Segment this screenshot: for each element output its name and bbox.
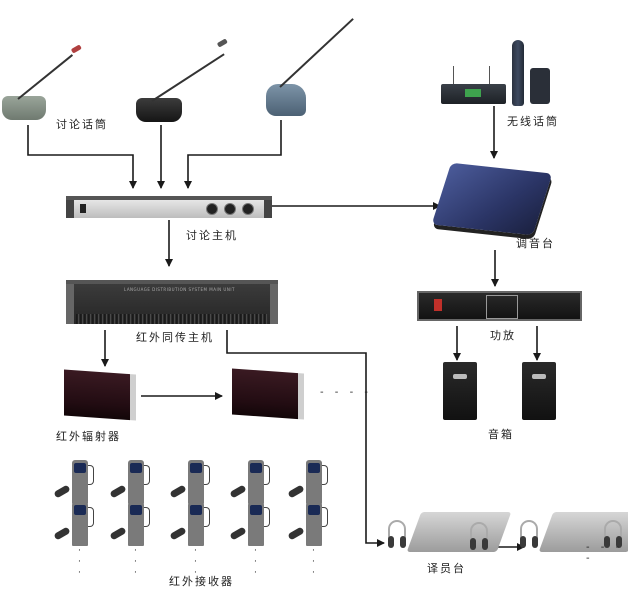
ir-radiator-label: 红外辐射器 xyxy=(56,430,121,443)
speaker-icon xyxy=(522,362,556,420)
radiator-continuation: - - - - xyxy=(320,387,372,398)
receiver-continuation: ··· xyxy=(254,546,257,578)
amplifier-unit xyxy=(417,291,582,321)
mixing-console-icon xyxy=(431,162,553,236)
discussion-host-label: 讨论主机 xyxy=(186,229,238,242)
power-switch xyxy=(80,204,86,213)
receiver-continuation: ··· xyxy=(134,546,137,578)
headphone-icon xyxy=(520,520,538,548)
mixer-label: 调音台 xyxy=(516,237,555,250)
infrared-receiver-icon xyxy=(287,502,328,546)
infrared-receiver-icon xyxy=(229,502,270,546)
discussion-host-unit xyxy=(66,196,272,218)
receiver-continuation: ··· xyxy=(194,546,197,578)
wire-mic1-to-host xyxy=(27,125,137,189)
ir-host-panel-text: LANGUAGE DISTRIBUTION SYSTEM MAIN UNIT xyxy=(124,287,235,292)
desk-microphone-icon xyxy=(136,98,182,122)
amp-brand-badge xyxy=(486,295,518,319)
infrared-receiver-icon xyxy=(53,502,94,546)
infrared-receiver-icon xyxy=(109,460,150,504)
wireless-receiver-icon xyxy=(441,84,506,104)
amplifier-label: 功放 xyxy=(490,329,516,342)
amp-power-switch xyxy=(434,299,442,311)
infrared-receiver-icon xyxy=(53,460,94,504)
receiver-continuation: ··· xyxy=(78,546,81,578)
handheld-microphone-icon xyxy=(512,40,524,106)
interpreter-console-icon xyxy=(406,512,512,552)
wire-mic3-to-host xyxy=(184,120,282,189)
receiver-continuation: ··· xyxy=(312,546,315,578)
desk-microphone-icon xyxy=(266,84,306,116)
speaker-icon xyxy=(443,362,477,420)
ir-host-label: 红外同传主机 xyxy=(136,331,214,344)
wireless-mics-label: 无线话筒 xyxy=(507,115,559,128)
ir-receivers-label: 红外接收器 xyxy=(169,575,234,588)
infrared-receiver-icon xyxy=(109,502,150,546)
desk-microphone-icon xyxy=(2,96,46,120)
interpreter-desk-label: 译员台 xyxy=(427,562,466,575)
discussion-mics-label: 讨论话筒 xyxy=(56,118,108,131)
headphone-icon xyxy=(388,520,406,548)
headphone-icon xyxy=(604,520,622,548)
infrared-receiver-icon xyxy=(169,460,210,504)
infrared-receiver-icon xyxy=(169,502,210,546)
speakers-label: 音箱 xyxy=(488,428,514,441)
ir-host-unit: LANGUAGE DISTRIBUTION SYSTEM MAIN UNIT xyxy=(66,280,278,324)
infrared-radiator-icon xyxy=(232,368,304,420)
infrared-radiator-icon xyxy=(64,369,136,421)
wire-irhost-to-interpreter xyxy=(226,330,385,547)
headphone-icon xyxy=(470,522,488,550)
infrared-receiver-icon xyxy=(229,460,270,504)
infrared-receiver-icon xyxy=(287,460,328,504)
bodypack-transmitter-icon xyxy=(530,68,550,104)
interpreter-continuation: - - - - xyxy=(586,542,624,564)
